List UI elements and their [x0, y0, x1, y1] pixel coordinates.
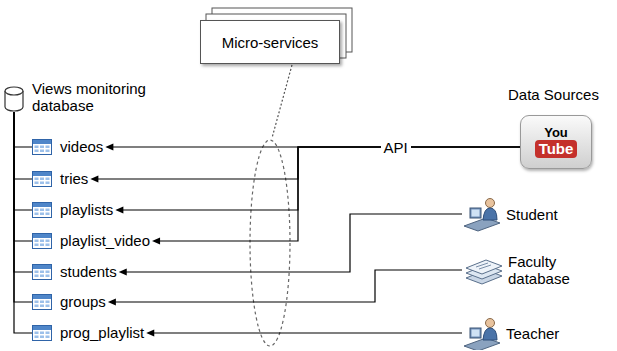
- connector: [90, 147, 520, 183]
- connector: [146, 330, 462, 337]
- arrowhead: [115, 207, 123, 214]
- table-entry: students: [32, 264, 117, 280]
- source-entry: Teacher: [462, 316, 559, 350]
- connector-line: [14, 112, 32, 272]
- table-icon: [32, 233, 52, 249]
- table-name: playlists: [60, 202, 113, 218]
- table-icon-graphic: [32, 202, 52, 218]
- leader-line: [272, 65, 292, 138]
- connector: [108, 270, 462, 306]
- table-icon-graphic: [32, 294, 52, 310]
- table-name: tries: [60, 171, 88, 187]
- table-entry: prog_playlist: [32, 325, 144, 341]
- database-icon-graphic: [462, 252, 504, 288]
- cylinder-icon-graphic: [4, 86, 24, 112]
- connector: [14, 112, 32, 272]
- connector: [152, 147, 520, 245]
- table-icon: [32, 171, 52, 187]
- connector: [119, 214, 462, 276]
- connector: [14, 112, 32, 147]
- connector-line: [159, 147, 520, 241]
- table-name: playlist_video: [60, 233, 150, 249]
- table-icon-graphic: [32, 139, 52, 155]
- source-entry: Student: [462, 196, 558, 232]
- connector-line: [122, 147, 520, 210]
- edge-label: API: [381, 139, 411, 156]
- logo-text: You: [544, 126, 568, 140]
- database-heading: Views monitoring database: [32, 80, 157, 114]
- user-icon: [462, 196, 502, 232]
- connector-line: [14, 112, 32, 241]
- section-label: Data Sources: [508, 86, 599, 103]
- table-entry: tries: [32, 171, 88, 187]
- connector-line: [14, 112, 32, 302]
- database-symbol: Views monitoring database: [4, 86, 24, 112]
- arrowhead: [90, 176, 98, 183]
- table-entry: playlists: [32, 202, 113, 218]
- service-box: Micro-services: [200, 20, 340, 64]
- table-name: videos: [60, 139, 103, 155]
- table-icon-graphic: [32, 325, 52, 341]
- connector: [14, 112, 32, 333]
- service-label: Micro-services: [222, 34, 319, 51]
- cylinder-icon: [4, 86, 24, 112]
- source-label: Faculty database: [508, 253, 574, 287]
- table-name: prog_playlist: [60, 325, 144, 341]
- connector: [14, 112, 32, 241]
- user-icon-graphic: [462, 316, 502, 350]
- connector-line: [126, 214, 462, 272]
- table-icon: [32, 325, 52, 341]
- arrowhead: [152, 238, 160, 245]
- connector: [115, 147, 520, 214]
- dashed-ellipse: [250, 140, 290, 346]
- table-icon-graphic: [32, 233, 52, 249]
- table-name: groups: [60, 294, 106, 310]
- connector: [14, 112, 32, 179]
- table-icon-graphic: [32, 171, 52, 187]
- table-name: students: [60, 264, 117, 280]
- table-entry: videos: [32, 139, 103, 155]
- connector-line: [14, 112, 32, 210]
- arrowhead: [146, 330, 154, 337]
- connector-line: [153, 332, 462, 333]
- connector-line: [14, 112, 32, 147]
- table-icon: [32, 202, 52, 218]
- youtube-logo: YouTube: [520, 115, 592, 169]
- arrowhead: [105, 144, 113, 151]
- source-label: Teacher: [506, 325, 559, 342]
- database-icon: [462, 252, 504, 288]
- connector: [14, 112, 32, 210]
- source-entry: Faculty database: [462, 252, 574, 288]
- source-label: Student: [506, 206, 558, 223]
- connector-line: [97, 147, 520, 179]
- arrowhead: [119, 269, 127, 276]
- connector-line: [115, 270, 462, 302]
- table-icon: [32, 294, 52, 310]
- logo-text: Tube: [535, 140, 578, 158]
- connector: [14, 112, 32, 302]
- table-entry: groups: [32, 294, 106, 310]
- arrowhead: [108, 299, 116, 306]
- table-icon: [32, 264, 52, 280]
- table-entry: playlist_video: [32, 233, 150, 249]
- user-icon: [462, 316, 502, 350]
- user-icon-graphic: [462, 196, 502, 232]
- connector-line: [14, 112, 32, 333]
- table-icon-graphic: [32, 264, 52, 280]
- connector-line: [14, 112, 32, 179]
- table-icon: [32, 139, 52, 155]
